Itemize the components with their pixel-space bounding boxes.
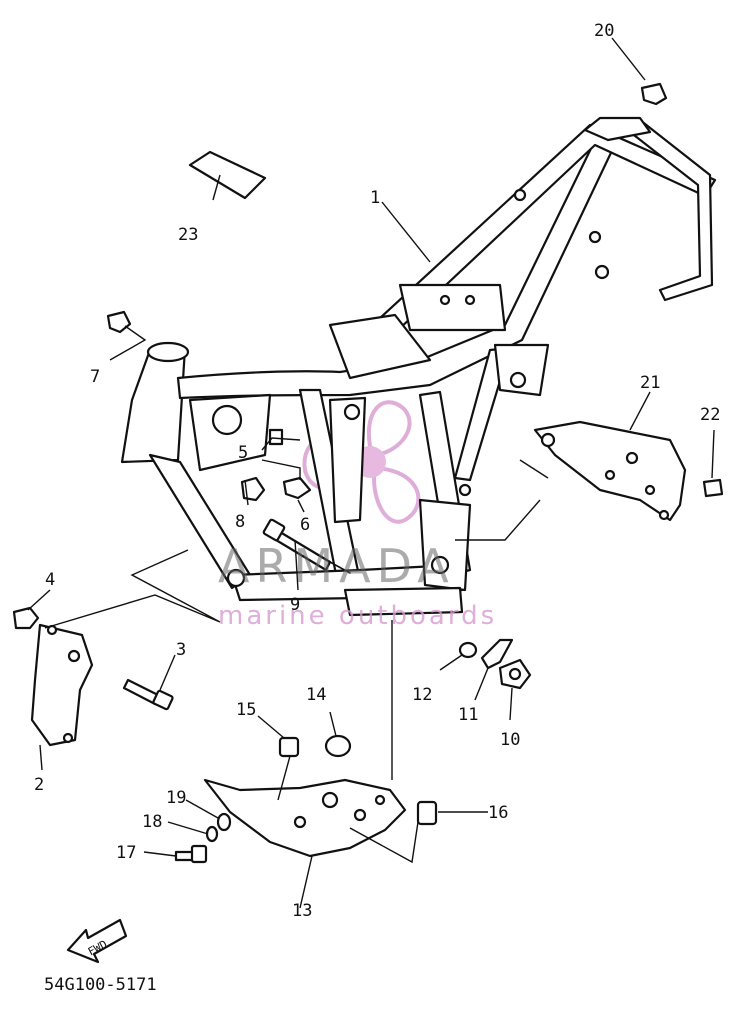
callout-8: 8 <box>235 512 245 532</box>
bolt-3 <box>122 678 174 711</box>
callout-15: 15 <box>236 700 256 720</box>
nut-10 <box>498 658 532 690</box>
callout-17: 17 <box>116 843 136 863</box>
callout-12: 12 <box>412 685 432 705</box>
callout-18: 18 <box>142 812 162 832</box>
part-code: 54G100-5171 <box>44 975 157 995</box>
callout-16: 16 <box>488 803 508 823</box>
main-frame <box>120 116 717 617</box>
long-bolt-9 <box>262 518 351 574</box>
rear-bracket-21 <box>533 420 687 522</box>
callout-2: 2 <box>34 775 44 795</box>
callout-19: 19 <box>166 788 186 808</box>
callout-10: 10 <box>500 730 520 750</box>
collar-5 <box>268 428 284 446</box>
leader-lines <box>27 37 715 909</box>
collar-16 <box>416 800 438 826</box>
callout-6: 6 <box>300 515 310 535</box>
bracket-11 <box>480 638 514 670</box>
bolt-17 <box>174 844 208 864</box>
plate-23 <box>188 150 267 200</box>
nut-7 <box>106 310 132 334</box>
bolt-6 <box>282 476 312 500</box>
callout-9: 9 <box>290 595 300 615</box>
cap-20 <box>640 82 668 106</box>
callout-21: 21 <box>640 373 660 393</box>
skid-plate <box>203 778 407 858</box>
washer-18 <box>205 825 219 843</box>
callout-3: 3 <box>176 640 186 660</box>
callout-numbers: 1 2 3 4 5 6 7 8 9 10 11 12 13 14 15 16 1… <box>34 21 720 921</box>
callout-20: 20 <box>594 21 614 41</box>
washer-12 <box>458 641 478 659</box>
nut-4 <box>12 606 40 630</box>
callout-1: 1 <box>370 188 380 208</box>
washer-19 <box>216 812 232 832</box>
engine-bracket <box>30 623 94 747</box>
callout-4: 4 <box>45 570 55 590</box>
callout-7: 7 <box>90 367 100 387</box>
callout-22: 22 <box>700 405 720 425</box>
collar-15 <box>278 736 300 758</box>
callout-14: 14 <box>306 685 326 705</box>
cap-14 <box>324 734 352 758</box>
callout-23: 23 <box>178 225 198 245</box>
watermark-brand: ARMADA <box>218 539 455 593</box>
callout-11: 11 <box>458 705 478 725</box>
callout-5: 5 <box>238 443 248 463</box>
bolt-22 <box>702 478 724 498</box>
nut-8 <box>240 476 266 502</box>
fwd-arrow-icon: FWD <box>66 918 128 964</box>
watermark-tagline: marine outboards <box>218 601 497 631</box>
callout-13: 13 <box>292 901 312 921</box>
